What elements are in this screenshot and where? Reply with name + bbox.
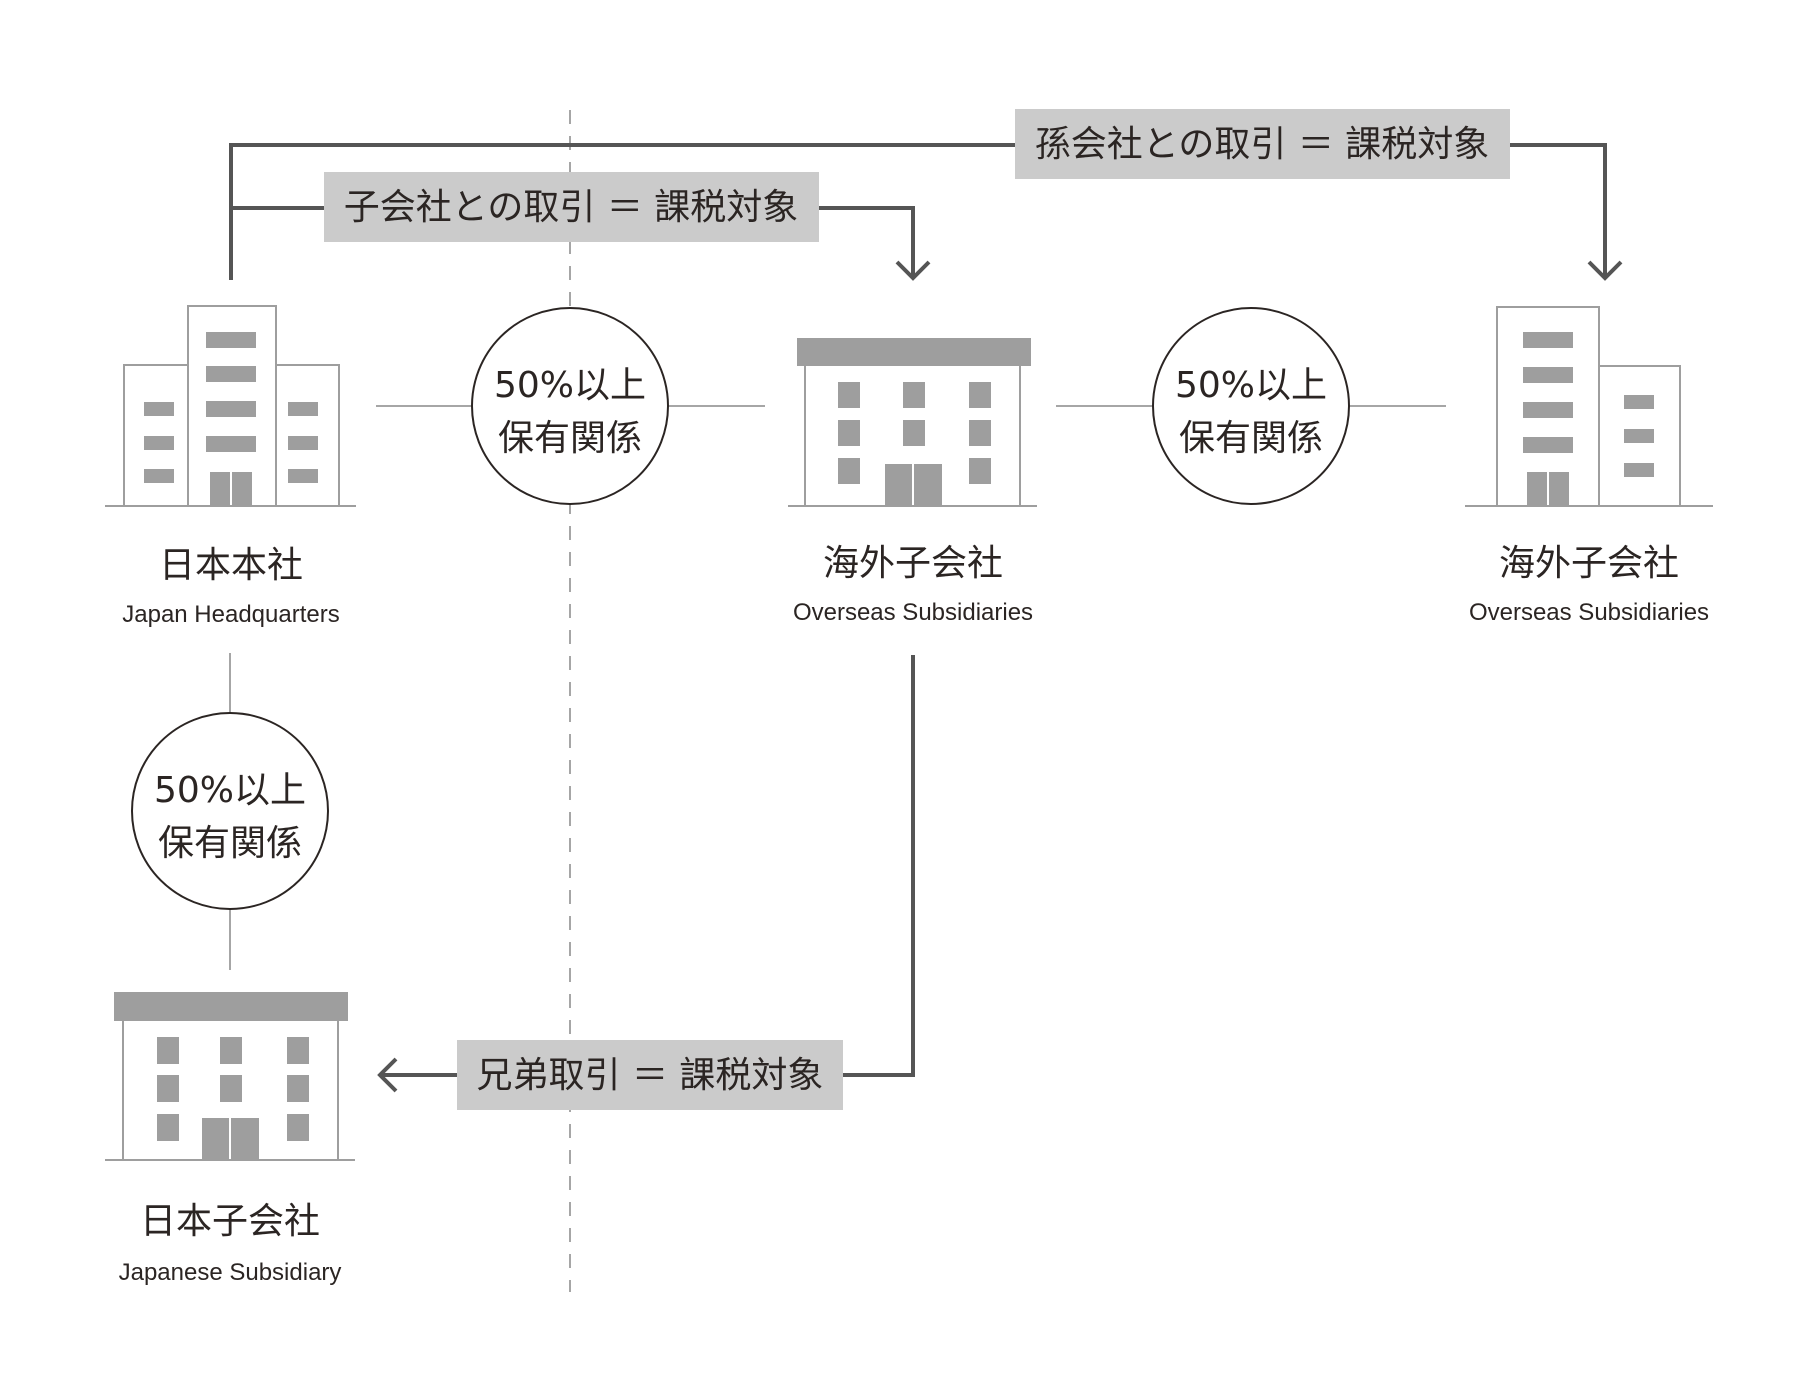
jp-sub-name-ja: 日本子会社 bbox=[140, 1201, 320, 1242]
ownership-line2: 保有関係 bbox=[498, 418, 642, 459]
hq-name-en: Japan Headquarters bbox=[122, 601, 339, 628]
sibling-flow-label: 兄弟取引 ＝ 課税対象 bbox=[457, 1040, 843, 1110]
ownership-line1: 50%以上 bbox=[1175, 365, 1327, 406]
subsidiary-flow-text: 子会社との取引 ＝ 課税対象 bbox=[344, 187, 799, 228]
low-building-icon bbox=[788, 338, 1037, 507]
ownership-line2: 保有関係 bbox=[1179, 418, 1323, 459]
sibling-flow-text: 兄弟取引 ＝ 課税対象 bbox=[477, 1055, 824, 1096]
overseas-sub-name-ja: 海外子会社 bbox=[823, 543, 1003, 584]
ownership-line2: 保有関係 bbox=[158, 823, 302, 864]
office-tower-icon bbox=[1465, 306, 1713, 507]
subsidiary-flow-label: 子会社との取引 ＝ 課税対象 bbox=[324, 172, 819, 242]
ownership-badge-hq-jpsub: 50%以上 保有関係 bbox=[131, 712, 329, 910]
jp-sub-name-en: Japanese Subsidiary bbox=[119, 1259, 342, 1286]
office-tower-icon bbox=[105, 305, 356, 507]
sibling-flow-arrow bbox=[377, 655, 915, 1093]
grandchild-flow-arrow bbox=[229, 143, 1623, 281]
overseas-sub-name-en: Overseas Subsidiaries bbox=[793, 599, 1033, 626]
ownership-badge-hq-sub: 50%以上 保有関係 bbox=[471, 307, 669, 505]
overseas-subsub-name-en: Overseas Subsidiaries bbox=[1469, 599, 1709, 626]
low-building-icon bbox=[105, 992, 355, 1161]
ownership-line1: 50%以上 bbox=[494, 365, 646, 406]
overseas-subsub-name-ja: 海外子会社 bbox=[1499, 543, 1679, 584]
grandchild-flow-text: 孫会社との取引 ＝ 課税対象 bbox=[1035, 124, 1490, 165]
ownership-badge-sub-subsub: 50%以上 保有関係 bbox=[1152, 307, 1350, 505]
hq-name-ja: 日本本社 bbox=[159, 545, 303, 586]
grandchild-flow-label: 孫会社との取引 ＝ 課税対象 bbox=[1015, 109, 1510, 179]
ownership-line1: 50%以上 bbox=[154, 770, 306, 811]
